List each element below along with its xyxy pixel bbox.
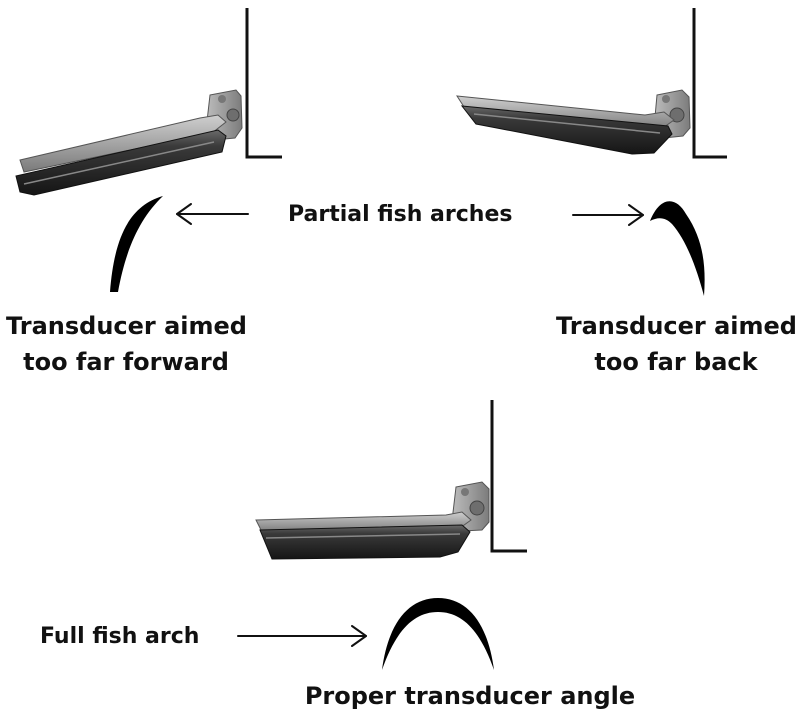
back-caption-line2: too far back [594,348,758,376]
transducer-body-proper [259,524,471,560]
full-fish-arch [382,598,494,670]
forward-caption-line2: too far forward [23,348,229,376]
transducer-proper [255,400,527,560]
back-caption: Transducer aimed too far back [556,308,797,380]
transducer-forward [15,8,282,196]
partial-fish-arch-right [650,201,705,296]
proper-angle-caption: Proper transducer angle [304,682,636,710]
forward-caption-line1: Transducer aimed [6,312,247,340]
arrow-right-full-icon [237,625,367,647]
partial-arches-label: Partial fish arches [288,202,513,227]
arrow-right-icon [572,204,644,226]
arrow-left-icon [176,203,249,225]
partial-fish-arch-left [110,196,163,292]
transom-line-back [692,8,727,159]
back-caption-line1: Transducer aimed [556,312,797,340]
transducer-top-forward [19,114,227,173]
full-arch-label: Full fish arch [40,624,200,649]
transducer-back [456,8,727,159]
transom-line-forward [245,8,282,159]
transom-line-proper [490,400,527,553]
forward-caption: Transducer aimed too far forward [6,308,247,380]
